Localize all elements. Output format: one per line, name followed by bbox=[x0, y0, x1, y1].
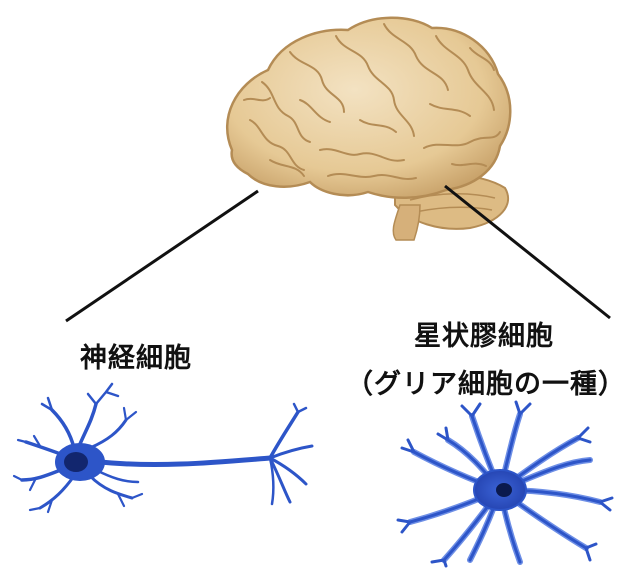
cerebrum bbox=[227, 18, 510, 198]
neuron-nucleus bbox=[64, 452, 88, 472]
astrocyte-note-label: （グリア細胞の一種） bbox=[346, 362, 626, 401]
neuron-icon bbox=[14, 384, 312, 512]
brain-icon bbox=[227, 18, 510, 240]
astrocyte-nucleus bbox=[496, 483, 512, 497]
astrocyte-icon bbox=[398, 402, 612, 566]
connector-line-neuron bbox=[66, 191, 258, 321]
connector-line-astrocyte bbox=[445, 186, 610, 318]
brain-stem bbox=[393, 205, 420, 240]
neuron-label: 神経細胞 bbox=[80, 336, 192, 375]
astrocyte-label: 星状膠細胞 bbox=[414, 314, 554, 353]
